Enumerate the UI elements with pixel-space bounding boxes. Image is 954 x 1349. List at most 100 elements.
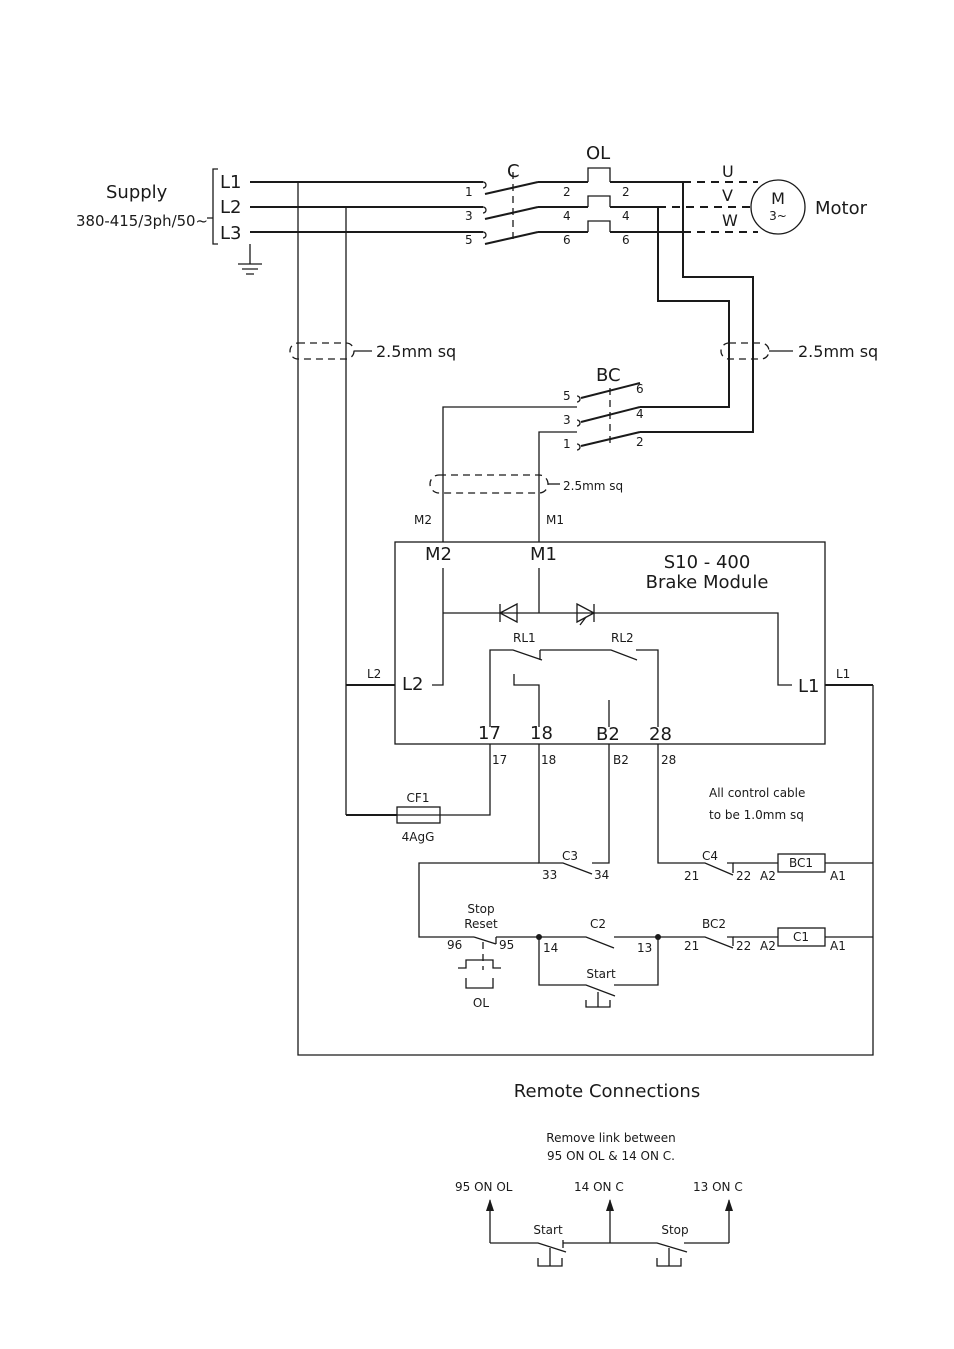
t14: 14 <box>543 941 558 955</box>
bc2-b: 22 <box>736 939 751 953</box>
stop-reset-2: Reset <box>464 917 498 931</box>
cable-label-1: 2.5mm sq <box>376 342 456 361</box>
relay-rl1-label: RL1 <box>513 631 536 645</box>
bc1-a1: A1 <box>830 869 846 883</box>
cable-marker-1: 2.5mm sq <box>289 342 456 361</box>
c3-label: C3 <box>562 849 578 863</box>
module-title-1: S10 - 400 <box>664 552 751 573</box>
earth-icon <box>238 244 262 275</box>
overload-out-2: 2 <box>622 185 630 199</box>
cable-label-3: 2.5mm sq <box>563 479 623 493</box>
overload-out-4: 4 <box>622 209 630 223</box>
ol-label: OL <box>473 996 489 1010</box>
cable-marker-2: 2.5mm sq <box>720 342 878 361</box>
c1-label: C1 <box>793 930 809 944</box>
note-line-2: to be 1.0mm sq <box>709 808 804 822</box>
brake-module: S10 - 400 Brake Module M2 M1 L2 L1 RL1 R… <box>394 541 826 745</box>
wire-l1-drop <box>297 182 874 1056</box>
module-t17: 17 <box>478 723 501 744</box>
contactor-out-4: 4 <box>563 209 571 223</box>
bc-in-1: 1 <box>563 437 571 451</box>
remote-connections: Remote Connections Remove link between 9… <box>455 1081 743 1267</box>
contactor-c: C 1 3 5 2 4 6 <box>465 161 588 247</box>
motor-icon <box>750 179 806 235</box>
bc2-a: 21 <box>684 939 699 953</box>
c4-a: 21 <box>684 869 699 883</box>
start-button-icon <box>585 992 611 1008</box>
motor-terminal-u: U <box>722 162 734 181</box>
supply-spec: 380-415/3ph/50~ <box>76 212 208 230</box>
contactor-label: C <box>507 161 520 182</box>
fuse-cf1: CF1 4AgG <box>346 744 491 844</box>
remote-point-1: 95 ON OL <box>455 1180 513 1194</box>
fuse-label: CF1 <box>407 791 430 805</box>
brake-module-box <box>394 541 826 745</box>
t96: 96 <box>447 938 462 952</box>
bc-in-3: 3 <box>563 413 571 427</box>
thyristor-icon <box>576 602 596 626</box>
c2-label: C2 <box>590 917 606 931</box>
control-circuit: C3 33 34 C4 21 22 A2 BC1 A1 Stop Reset 9… <box>418 744 873 1010</box>
ol-actuator-icon <box>458 959 501 989</box>
contactor-blade-1 <box>484 181 539 195</box>
module-title-2: Brake Module <box>646 572 769 593</box>
bc-out-4: 4 <box>636 407 644 421</box>
remote-point-2: 14 ON C <box>574 1180 624 1194</box>
tag-m1: M1 <box>546 513 564 527</box>
remote-stop-label: Stop <box>661 1223 688 1237</box>
module-m1: M1 <box>530 544 557 565</box>
tag-m2: M2 <box>414 513 432 527</box>
tag-b2: B2 <box>613 753 629 767</box>
fuse-rating: 4AgG <box>402 830 435 844</box>
overload-label: OL <box>586 143 610 164</box>
bc-in-5: 5 <box>563 389 571 403</box>
contactor-out-2: 2 <box>563 185 571 199</box>
c1-a2: A2 <box>760 939 776 953</box>
remote-note-1: Remove link between <box>546 1131 675 1145</box>
diode-icon <box>498 602 518 624</box>
tag-18: 18 <box>541 753 556 767</box>
supply-block: Supply 380-415/3ph/50~ L1 L2 L3 <box>76 168 874 1056</box>
remote-start-button-icon <box>537 1248 563 1267</box>
remote-stop-button-icon <box>656 1248 682 1267</box>
bc1-a2: A2 <box>760 869 776 883</box>
bc1-label: BC1 <box>789 856 813 870</box>
contactor-in-1: 1 <box>465 185 473 199</box>
note-line-1: All control cable <box>709 786 805 800</box>
supply-line-l2: L2 <box>220 197 241 218</box>
supply-title: Supply <box>106 182 168 203</box>
overload-ol: OL 2 4 6 <box>586 143 683 247</box>
module-tb2: B2 <box>596 724 620 745</box>
motor-block: U V W M 3~ Motor <box>658 162 868 235</box>
contactor-in-3: 3 <box>465 209 473 223</box>
module-l2: L2 <box>402 674 423 695</box>
bc-label: BC <box>596 365 621 386</box>
tag-l1: L1 <box>836 667 850 681</box>
motor-symbol: M <box>771 189 785 208</box>
module-t28: 28 <box>649 724 672 745</box>
relay-rl2-label: RL2 <box>611 631 634 645</box>
c3-a: 33 <box>542 868 557 882</box>
relay-rl2 <box>540 649 638 661</box>
c1-a1: A1 <box>830 939 846 953</box>
contactor-in-5: 5 <box>465 233 473 247</box>
overload-out-6: 6 <box>622 233 630 247</box>
remote-title: Remote Connections <box>514 1081 700 1102</box>
start-label: Start <box>586 967 616 981</box>
remote-note-2: 95 ON OL & 14 ON C. <box>547 1149 675 1163</box>
tag-28: 28 <box>661 753 676 767</box>
bc2-label: BC2 <box>702 917 726 931</box>
contactor-blade-5 <box>484 231 539 245</box>
tag-17: 17 <box>492 753 507 767</box>
c3-b: 34 <box>594 868 609 882</box>
contactor-out-6: 6 <box>563 233 571 247</box>
module-t18: 18 <box>530 723 553 744</box>
contactor-blade-3 <box>484 206 539 220</box>
supply-line-l1: L1 <box>220 172 241 193</box>
bc-out-6: 6 <box>636 382 644 396</box>
remote-start-label: Start <box>533 1223 563 1237</box>
stop-reset-1: Stop <box>467 902 494 916</box>
bc-out-2: 2 <box>636 435 644 449</box>
brake-contactor-bc: BC 5 3 1 6 4 2 <box>442 182 754 542</box>
